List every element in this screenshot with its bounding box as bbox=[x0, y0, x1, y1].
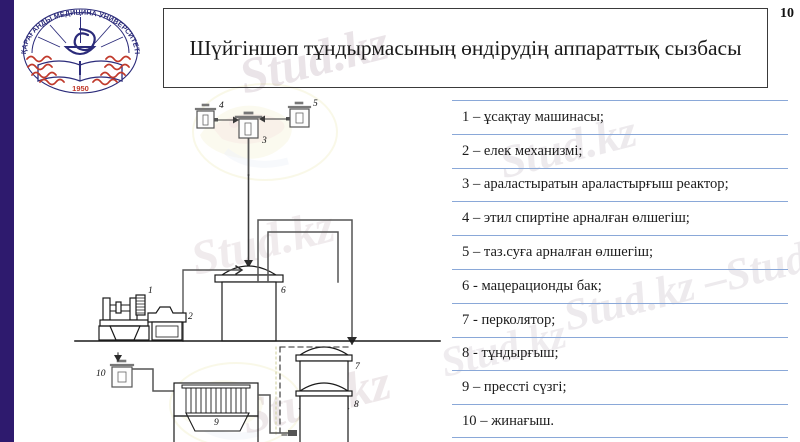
callout-5: 5 bbox=[313, 99, 318, 109]
schematic-svg: 1 2 3 4 5 6 7 8 9 10 bbox=[74, 99, 441, 442]
vessel-3-mixing-reactor bbox=[234, 111, 263, 139]
legend-item-10: 10 – жинағыш. bbox=[452, 404, 788, 438]
callout-7: 7 bbox=[355, 362, 361, 372]
machine-1-crusher bbox=[98, 294, 150, 341]
vessel-5-water-meter bbox=[286, 101, 312, 128]
legend-item-3-label: 3 – араластыратын араластырғыш реактор; bbox=[462, 176, 729, 193]
callout-4: 4 bbox=[219, 101, 224, 111]
slide-title-box: Шүйгіншөп тұндырмасының өндірудің аппара… bbox=[163, 8, 768, 88]
vessel-6-maceration-tank bbox=[214, 265, 284, 342]
machine-9-press-filter bbox=[173, 382, 259, 442]
legend-list: 1 – ұсақтау машинасы; 2 – елек механизмі… bbox=[452, 100, 788, 438]
legend-item-2-label: 2 – елек механизмі; bbox=[462, 142, 583, 159]
legend-item-1-label: 1 – ұсақтау машинасы; bbox=[462, 108, 604, 125]
svg-text:1950: 1950 bbox=[72, 84, 89, 93]
legend-item-5-label: 5 – таз.суға арналған өлшегіш; bbox=[462, 244, 654, 261]
legend-item-8: 8 - тұндырғыш; bbox=[452, 336, 788, 371]
vessel-10-collector bbox=[109, 352, 135, 388]
legend-item-4: 4 – этил спиртіне арналған өлшегіш; bbox=[452, 201, 788, 235]
legend-item-9-label: 9 – прессті сүзгі; bbox=[462, 379, 567, 396]
legend-item-10-label: 10 – жинағыш. bbox=[462, 412, 555, 429]
legend-item-8-label: 8 - тұндырғыш; bbox=[462, 345, 559, 362]
callout-8: 8 bbox=[354, 400, 359, 410]
legend-item-1: 1 – ұсақтау машинасы; bbox=[452, 100, 788, 134]
legend-item-6-label: 6 - мацерационды бак; bbox=[462, 277, 602, 294]
legend-item-5: 5 – таз.суға арналған өлшегіш; bbox=[452, 235, 788, 269]
page-title: Шүйгіншөп тұндырмасының өндірудің аппара… bbox=[189, 35, 742, 60]
vessel-8-settler bbox=[295, 382, 353, 442]
legend-item-6: 6 - мацерационды бак; bbox=[452, 268, 788, 303]
callout-1: 1 bbox=[148, 286, 153, 296]
apparatus-schematic: 1 2 3 4 5 6 7 8 9 10 bbox=[0, 95, 452, 442]
callout-2: 2 bbox=[188, 312, 193, 322]
university-logo: ҚАРАҒАНДЫ МЕДИЦИНА УНИВЕРСИТЕТІ bbox=[14, 3, 147, 98]
legend-item-7: 7 - перколятор; bbox=[452, 302, 788, 337]
callout-10: 10 bbox=[96, 369, 106, 379]
legend-item-4-label: 4 – этил спиртіне арналған өлшегіш; bbox=[462, 210, 690, 227]
legend-item-9: 9 – прессті сүзгі; bbox=[452, 370, 788, 404]
callout-9: 9 bbox=[214, 418, 219, 428]
page-number: 10 bbox=[780, 6, 794, 21]
vessel-4-ethanol-meter bbox=[194, 103, 218, 129]
callout-6: 6 bbox=[281, 286, 286, 296]
legend-item-7-label: 7 - перколятор; bbox=[462, 311, 556, 328]
left-accent-bar bbox=[0, 0, 14, 442]
callout-3: 3 bbox=[261, 136, 267, 146]
legend-item-2: 2 – елек механизмі; bbox=[452, 133, 788, 168]
machine-2-sieve bbox=[147, 306, 187, 341]
legend-item-3: 3 – араластыратын араластырғыш реактор; bbox=[452, 167, 788, 202]
